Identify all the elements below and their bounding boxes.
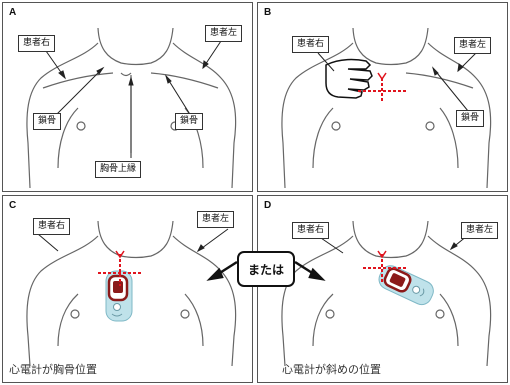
ecg-device-icon <box>107 274 129 302</box>
label-patient-left-d: 患者左 <box>461 222 499 239</box>
ecg-device-icon <box>383 267 412 293</box>
label-clavicle-a1: 鎖骨 <box>33 113 62 130</box>
hand-icon <box>325 58 373 99</box>
panel-c: C 患者右 患者左 心電計が胸骨位置 <box>2 195 253 383</box>
caption-c: 心電計が胸骨位置 <box>9 363 97 376</box>
chest-outline <box>281 27 492 189</box>
label-patient-left-b: 患者左 <box>454 37 492 54</box>
label-patient-left-c: 患者左 <box>197 211 235 228</box>
or-callout: または <box>237 251 295 287</box>
cross-marker <box>363 254 408 284</box>
label-sternum-top: 胸骨上縁 <box>95 161 142 178</box>
panel-letter-a: A <box>9 7 17 18</box>
label-patient-right-c: 患者右 <box>33 218 71 235</box>
chest-outline <box>26 220 237 367</box>
panel-letter-c: C <box>9 200 17 211</box>
chest-outline <box>26 27 237 189</box>
label-patient-left-a: 患者左 <box>205 25 243 42</box>
cross-marker <box>98 254 143 286</box>
label-patient-right-d: 患者右 <box>292 222 330 239</box>
caption-d: 心電計が斜めの位置 <box>282 363 381 376</box>
label-patient-right-a: 患者右 <box>18 35 56 52</box>
cross-marker <box>358 78 406 101</box>
panel-letter-b: B <box>264 7 272 18</box>
panel-letter-d: D <box>264 200 272 211</box>
label-clavicle-a2: 鎖骨 <box>175 113 204 130</box>
panel-d: D 患者右 患者左 心電計が斜めの位置 <box>257 195 508 383</box>
panel-a: A 患者右 患者左 鎖骨 鎖骨 胸骨上縁 <box>2 2 253 192</box>
label-clavicle-b: 鎖骨 <box>456 110 485 127</box>
panel-b: B 患者右 患者左 鎖骨 <box>257 2 508 192</box>
label-patient-right-b: 患者右 <box>292 36 330 53</box>
